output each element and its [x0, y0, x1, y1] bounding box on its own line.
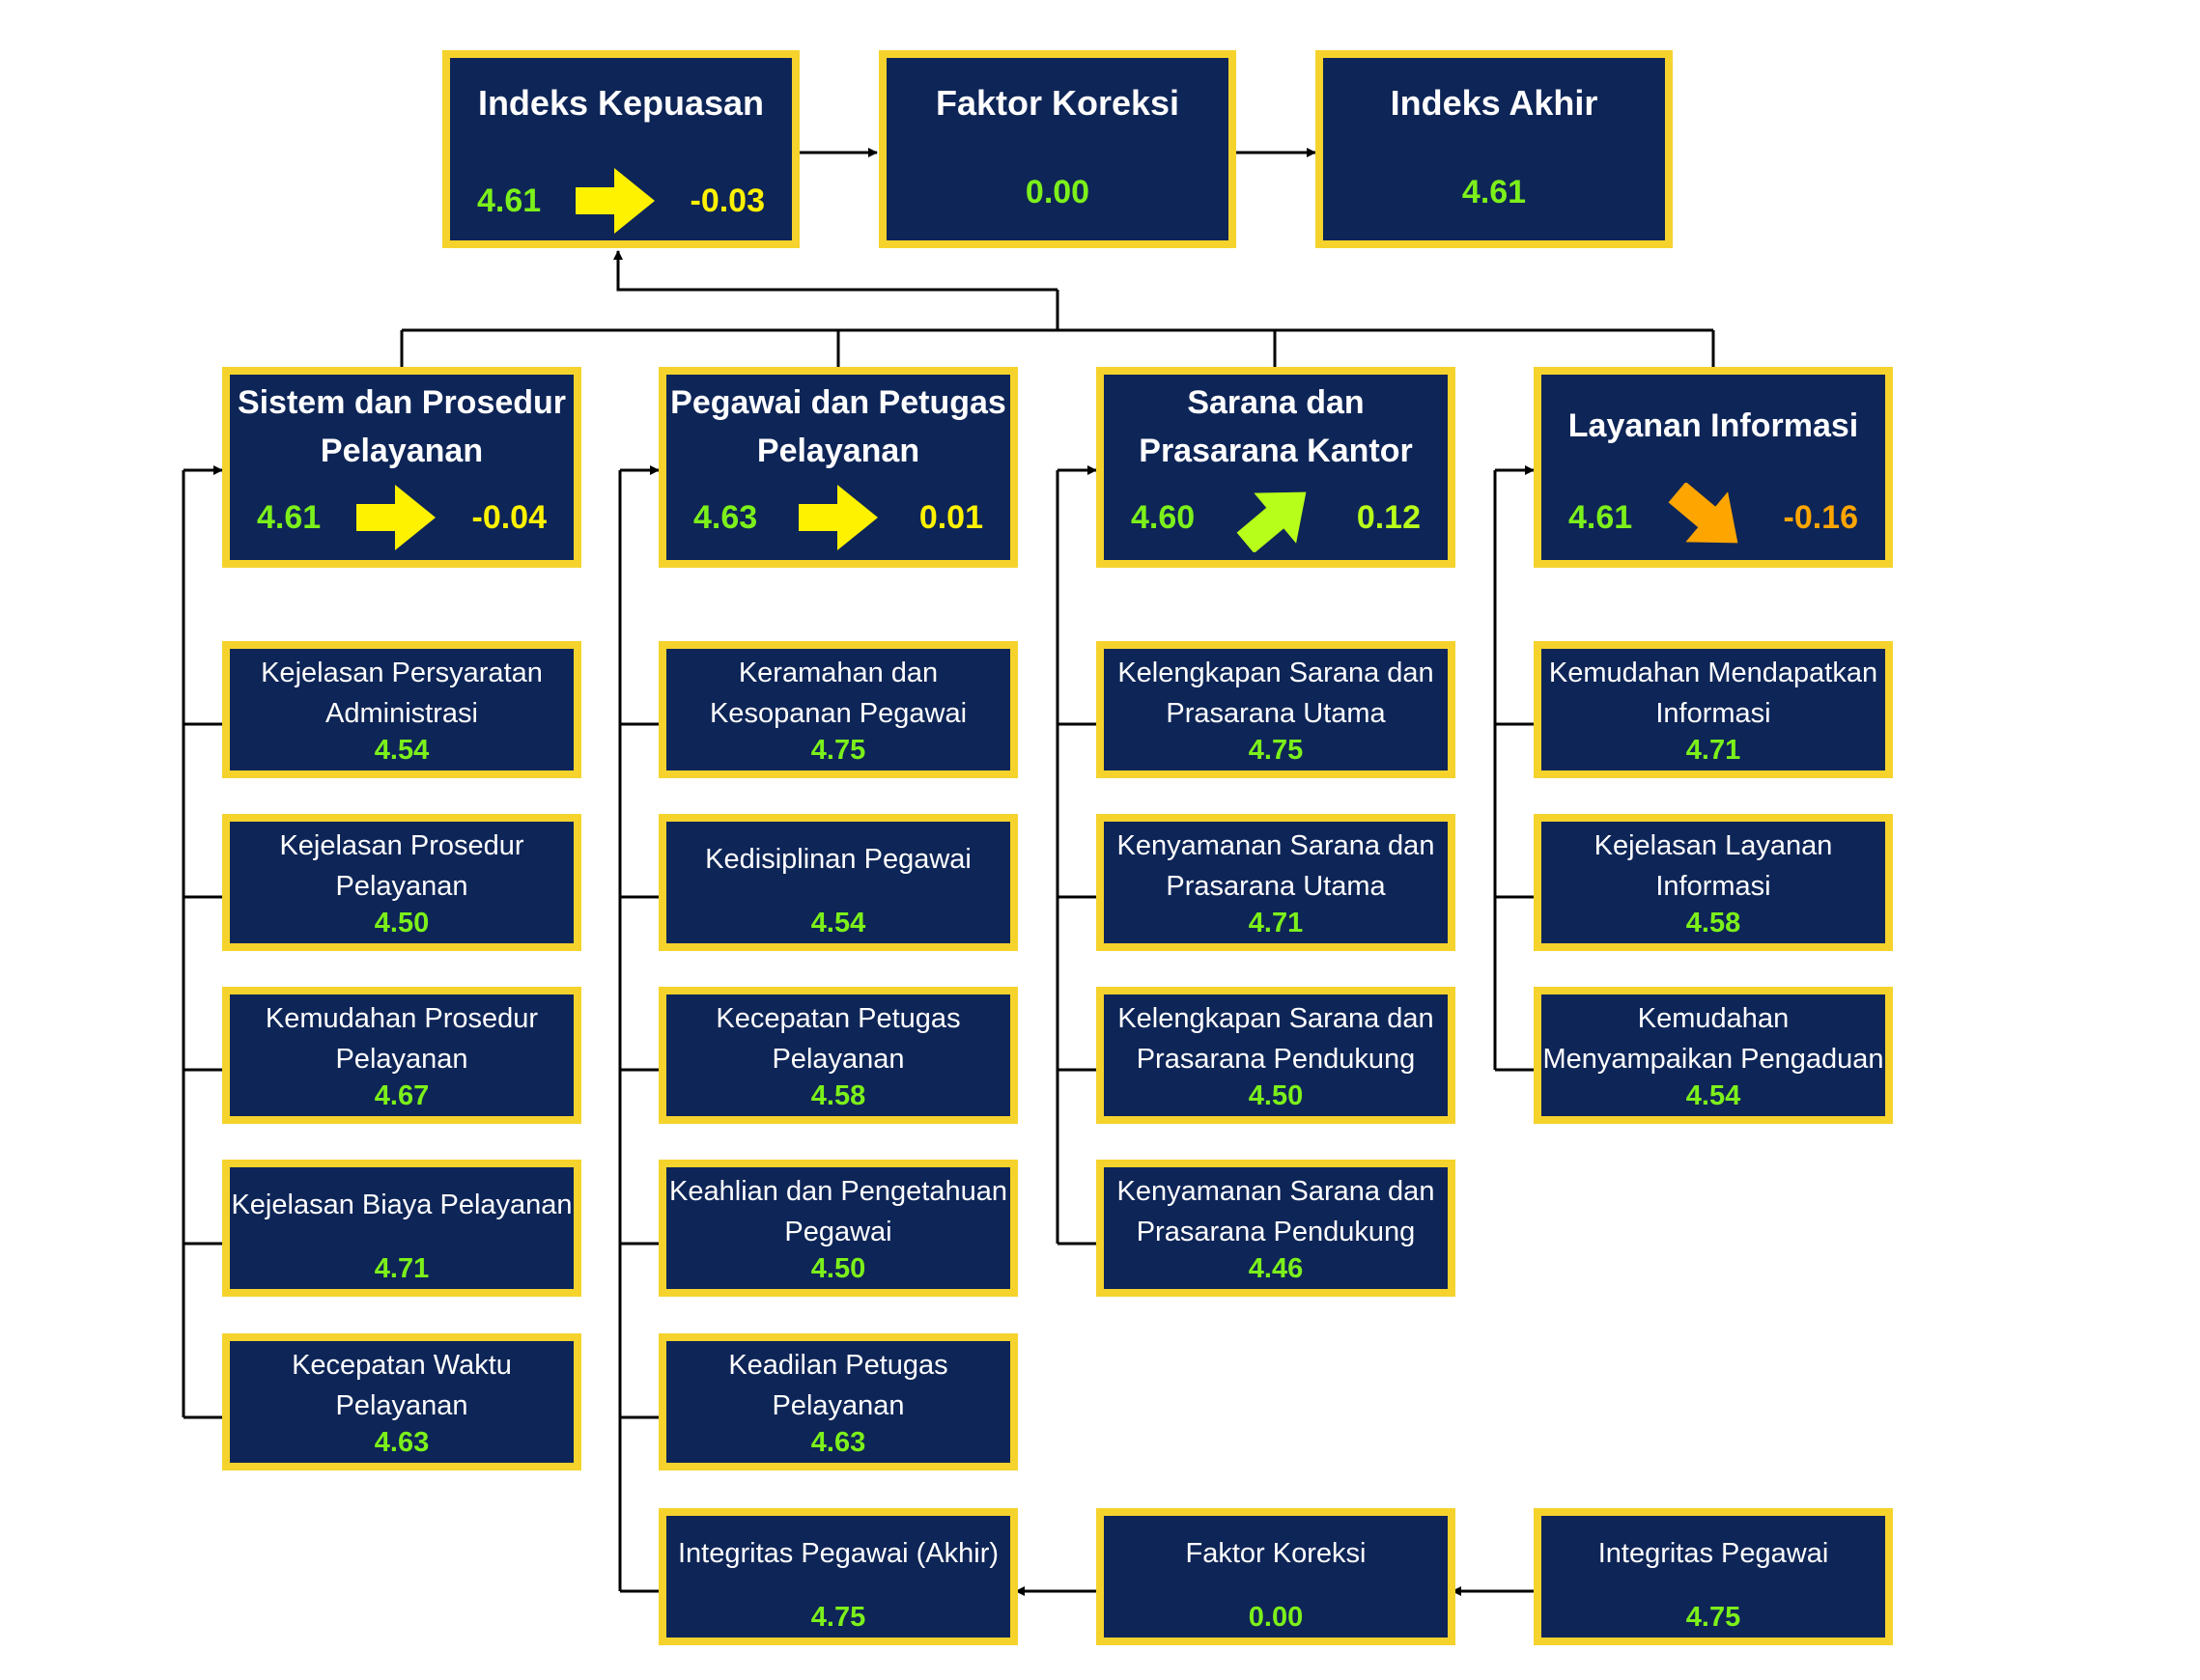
item-label: Integritas Pegawai (Akhir): [677, 1538, 1000, 1569]
indeks-kepuasan-box: Indeks Kepuasan 4.61 -0.03: [442, 50, 800, 248]
item-value: 4.75: [810, 1602, 866, 1633]
indeks-akhir-value: 4.61: [1461, 174, 1527, 210]
category-title: Sarana dan Prasarana Kantor: [1139, 384, 1413, 469]
item-box: Kejelasan Layanan Informasi 4.58: [1534, 814, 1893, 951]
item-label: Kemudahan Mendapatkan Informasi: [1548, 658, 1878, 729]
category-value: 4.63: [693, 498, 758, 536]
item-label: Keadilan Petugas Pelayanan: [728, 1350, 948, 1421]
category-pegawai-petugas: Pegawai dan Petugas Pelayanan 4.63 0.01: [659, 367, 1018, 568]
indeks-akhir-box: Indeks Akhir 4.61: [1315, 50, 1673, 248]
faktor-koreksi-bottom-box: Faktor Koreksi 0.00: [1096, 1508, 1455, 1645]
item-label: Kejelasan Biaya Pelayanan: [231, 1190, 573, 1220]
item-value: 4.58: [1685, 908, 1741, 938]
item-box: Kecepatan Waktu Pelayanan 4.63: [222, 1333, 581, 1470]
item-value: 4.50: [1248, 1080, 1304, 1111]
item-box: Kejelasan Prosedur Pelayanan 4.50: [222, 814, 581, 951]
integritas-pegawai-value: 4.75: [1685, 1602, 1741, 1633]
item-value: 4.67: [374, 1080, 430, 1111]
item-value: 4.46: [1248, 1253, 1304, 1284]
category-delta: -0.16: [1783, 498, 1859, 536]
indeks-kepuasan-value: 4.61: [477, 182, 542, 219]
integritas-pegawai-box: Integritas Pegawai 4.75: [1534, 1508, 1893, 1645]
faktor-koreksi-bottom-title: Faktor Koreksi: [1185, 1538, 1367, 1569]
item-box: Kemudahan Prosedur Pelayanan 4.67: [222, 987, 581, 1124]
item-box: Kelengkapan Sarana dan Prasarana Utama 4…: [1096, 641, 1455, 778]
faktor-koreksi-bottom-value: 0.00: [1248, 1602, 1304, 1633]
indeks-akhir-title: Indeks Akhir: [1390, 83, 1598, 123]
item-value: 4.50: [810, 1253, 866, 1284]
item-label: Kecepatan Waktu Pelayanan: [292, 1350, 512, 1421]
category-sistem-prosedur: Sistem dan Prosedur Pelayanan 4.61 -0.04: [222, 367, 581, 568]
item-box: Kemudahan Menyampaikan Pengaduan 4.54: [1534, 987, 1893, 1124]
item-value: 4.54: [374, 735, 430, 766]
item-box: Kejelasan Biaya Pelayanan 4.71: [222, 1160, 581, 1297]
category-title: Pegawai dan Petugas Pelayanan: [670, 384, 1006, 469]
item-label: Keahlian dan Pengetahuan Pegawai: [669, 1176, 1007, 1247]
right-arrow-icon: [576, 168, 656, 234]
item-value: 4.63: [810, 1427, 866, 1458]
faktor-koreksi-top-value: 0.00: [1025, 174, 1090, 210]
integritas-pegawai-title: Integritas Pegawai: [1597, 1538, 1829, 1569]
item-label: Kedisiplinan Pegawai: [705, 844, 972, 875]
category-title: Layanan Informasi: [1567, 407, 1859, 444]
item-value: 4.63: [374, 1427, 430, 1458]
item-value: 4.75: [1248, 735, 1304, 766]
item-box: Kelengkapan Sarana dan Prasarana Penduku…: [1096, 987, 1455, 1124]
item-value: 4.58: [810, 1080, 866, 1111]
item-box: Kenyamanan Sarana dan Prasarana Pendukun…: [1096, 1160, 1455, 1297]
item-label: Kejelasan Persyaratan Administrasi: [261, 658, 543, 729]
item-box: Kejelasan Persyaratan Administrasi 4.54: [222, 641, 581, 778]
indeks-kepuasan-delta: -0.03: [690, 182, 766, 219]
item-box: Keramahan dan Kesopanan Pegawai 4.75: [659, 641, 1018, 778]
item-label: Kenyamanan Sarana dan Prasarana Pendukun…: [1116, 1176, 1435, 1247]
integritas-pegawai-akhir-box: Integritas Pegawai (Akhir) 4.75: [659, 1508, 1018, 1645]
item-label: Kejelasan Layanan Informasi: [1594, 830, 1833, 902]
faktor-koreksi-top-box: Faktor Koreksi 0.00: [879, 50, 1236, 248]
category-value: 4.61: [257, 498, 322, 536]
category-layanan-informasi: Layanan Informasi 4.61 -0.16: [1534, 367, 1893, 568]
item-label: Kemudahan Prosedur Pelayanan: [265, 1003, 539, 1075]
faktor-koreksi-top-title: Faktor Koreksi: [935, 83, 1180, 123]
item-box: Kedisiplinan Pegawai 4.54: [659, 814, 1018, 951]
item-value: 4.54: [1685, 1080, 1741, 1111]
item-label: Kelengkapan Sarana dan Prasarana Utama: [1117, 658, 1434, 729]
item-box: Kecepatan Petugas Pelayanan 4.58: [659, 987, 1018, 1124]
item-value: 4.54: [810, 908, 866, 938]
item-value: 4.71: [1248, 908, 1304, 938]
category-value: 4.60: [1131, 498, 1196, 536]
item-value: 4.50: [374, 908, 430, 938]
item-box: Keadilan Petugas Pelayanan 4.63: [659, 1333, 1018, 1470]
category-delta: 0.01: [918, 498, 983, 536]
item-box: Kenyamanan Sarana dan Prasarana Utama 4.…: [1096, 814, 1455, 951]
right-arrow-icon: [799, 485, 878, 550]
item-label: Kecepatan Petugas Pelayanan: [716, 1003, 961, 1075]
category-delta: -0.04: [471, 498, 548, 536]
down-right-arrow-icon: [1668, 483, 1738, 544]
item-label: Kemudahan Menyampaikan Pengaduan: [1542, 1003, 1884, 1075]
category-delta: 0.12: [1356, 498, 1421, 536]
right-arrow-icon: [356, 485, 437, 550]
item-value: 4.71: [374, 1253, 430, 1284]
up-right-arrow-icon: [1236, 491, 1307, 552]
item-box: Kemudahan Mendapatkan Informasi 4.71: [1534, 641, 1893, 778]
category-title: Sistem dan Prosedur Pelayanan: [237, 384, 567, 469]
category-sarana-prasarana: Sarana dan Prasarana Kantor 4.60 0.12: [1096, 367, 1455, 568]
item-value: 4.75: [810, 735, 866, 766]
indeks-kepuasan-title: Indeks Kepuasan: [477, 83, 765, 123]
item-label: Kenyamanan Sarana dan Prasarana Utama: [1116, 830, 1435, 902]
item-label: Kelengkapan Sarana dan Prasarana Penduku…: [1117, 1003, 1434, 1075]
item-box: Keahlian dan Pengetahuan Pegawai 4.50: [659, 1160, 1018, 1297]
item-value: 4.71: [1685, 735, 1741, 766]
item-label: Keramahan dan Kesopanan Pegawai: [709, 658, 968, 729]
category-value: 4.61: [1568, 498, 1633, 536]
item-label: Kejelasan Prosedur Pelayanan: [279, 830, 524, 902]
